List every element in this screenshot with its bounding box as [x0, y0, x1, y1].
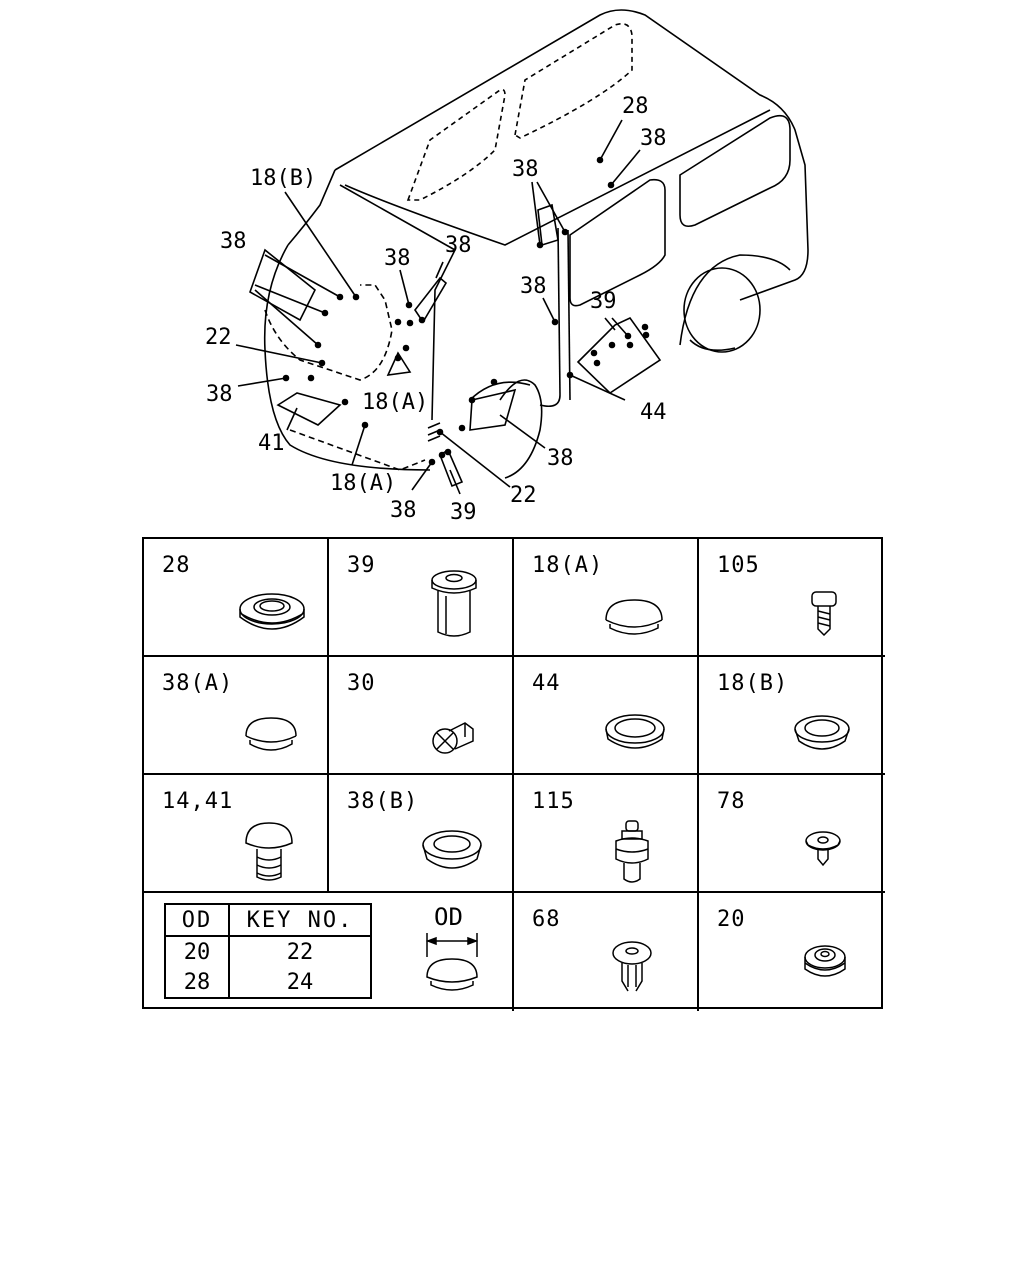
- callout-39-right: 39: [590, 289, 617, 314]
- part-label: 115: [532, 789, 575, 814]
- callout-38-left-mid: 38: [206, 382, 233, 407]
- part-cell-38a: 38(A): [144, 657, 329, 775]
- ring-grommet-icon: [422, 830, 482, 869]
- dome-plug-icon: [605, 599, 663, 635]
- callout-38-bottom: 38: [390, 498, 417, 523]
- part-cell-78: 78: [699, 775, 885, 893]
- part-label: 18(B): [717, 671, 789, 696]
- part-cell-115: 115: [514, 775, 699, 893]
- part-cell-20: 20: [699, 893, 885, 1011]
- grommet-icon: [239, 593, 305, 630]
- callout-39-bottom: 39: [450, 500, 477, 525]
- part-cell-68: 68: [514, 893, 699, 1011]
- push-rivet-icon: [805, 831, 841, 867]
- od-key-cell: OD KEY NO. 20 22 28 24 OD: [144, 893, 514, 1011]
- key-no-value: 24: [228, 967, 372, 999]
- parts-legend-table: 28 39 18(A) 105: [142, 537, 885, 1011]
- push-clip-icon: [612, 941, 652, 992]
- callout-38-top-right: 38: [640, 126, 667, 151]
- callout-18a-bottom: 18(A): [330, 471, 396, 496]
- callout-28: 28: [622, 94, 649, 119]
- callout-22-left: 22: [205, 325, 232, 350]
- callout-41: 41: [258, 431, 285, 456]
- part-label: 68: [532, 907, 561, 932]
- leader-lines: [235, 119, 650, 495]
- od-column-header: OD: [164, 903, 230, 937]
- od-value: 28: [164, 967, 230, 999]
- callout-38-left-top: 38: [220, 229, 247, 254]
- part-label: 105: [717, 553, 760, 578]
- part-label: 39: [347, 553, 376, 578]
- part-cell-18a: 18(A): [514, 539, 699, 657]
- pin-clip-icon: [431, 570, 477, 637]
- ring-grommet-icon: [794, 715, 850, 750]
- callout-18a-center: 18(A): [362, 390, 428, 415]
- part-label: 14,41: [162, 789, 234, 814]
- od-value: 20: [164, 936, 230, 967]
- callout-22-bottom: 22: [510, 483, 537, 508]
- part-label: 38(A): [162, 671, 234, 696]
- key-no-column-header: KEY NO.: [228, 903, 372, 937]
- callout-38-pillar: 38: [512, 157, 539, 182]
- part-cell-38b: 38(B): [329, 775, 514, 893]
- od-key-table: OD KEY NO. 20 22 28 24: [164, 903, 372, 999]
- part-label: 78: [717, 789, 746, 814]
- callout-labels: 28 38 38 18(B) 38 38 38 38 39 22 18(A) 3…: [205, 94, 667, 525]
- callout-38-mid-pillar: 38: [520, 274, 547, 299]
- callout-38-center-right: 38: [445, 233, 472, 258]
- callout-38-center: 38: [384, 246, 411, 271]
- key-no-value: 22: [228, 936, 372, 967]
- part-label: 18(A): [532, 553, 604, 578]
- part-label: 20: [717, 907, 746, 932]
- part-cell-30: 30: [329, 657, 514, 775]
- od-plug-icon: [425, 933, 479, 991]
- callout-18b: 18(B): [250, 166, 316, 191]
- part-cell-18b: 18(B): [699, 657, 885, 775]
- dome-plug-icon: [245, 717, 297, 751]
- van-body-outline: [249, 9, 809, 488]
- stud-clip-icon: [615, 820, 649, 883]
- cross-clip-icon: [432, 722, 474, 754]
- grommet-icon: [804, 945, 846, 977]
- callout-38-wheel: 38: [547, 446, 574, 471]
- part-cell-39: 39: [329, 539, 514, 657]
- callout-44: 44: [640, 400, 667, 425]
- vehicle-plug-location-diagram: 28 38 38 18(B) 38 38 38 38 39 22 18(A) 3…: [205, 9, 809, 525]
- part-cell-105: 105: [699, 539, 885, 657]
- ring-grommet-icon: [605, 714, 665, 749]
- part-cell-44: 44: [514, 657, 699, 775]
- mushroom-clip-icon: [245, 822, 293, 881]
- screw-icon: [811, 591, 837, 637]
- part-label: 38(B): [347, 789, 419, 814]
- od-dimension-label: OD: [434, 903, 463, 931]
- part-label: 30: [347, 671, 376, 696]
- part-cell-28: 28: [144, 539, 329, 657]
- part-label: 28: [162, 553, 191, 578]
- part-cell-14-41: 14,41: [144, 775, 329, 893]
- part-label: 44: [532, 671, 561, 696]
